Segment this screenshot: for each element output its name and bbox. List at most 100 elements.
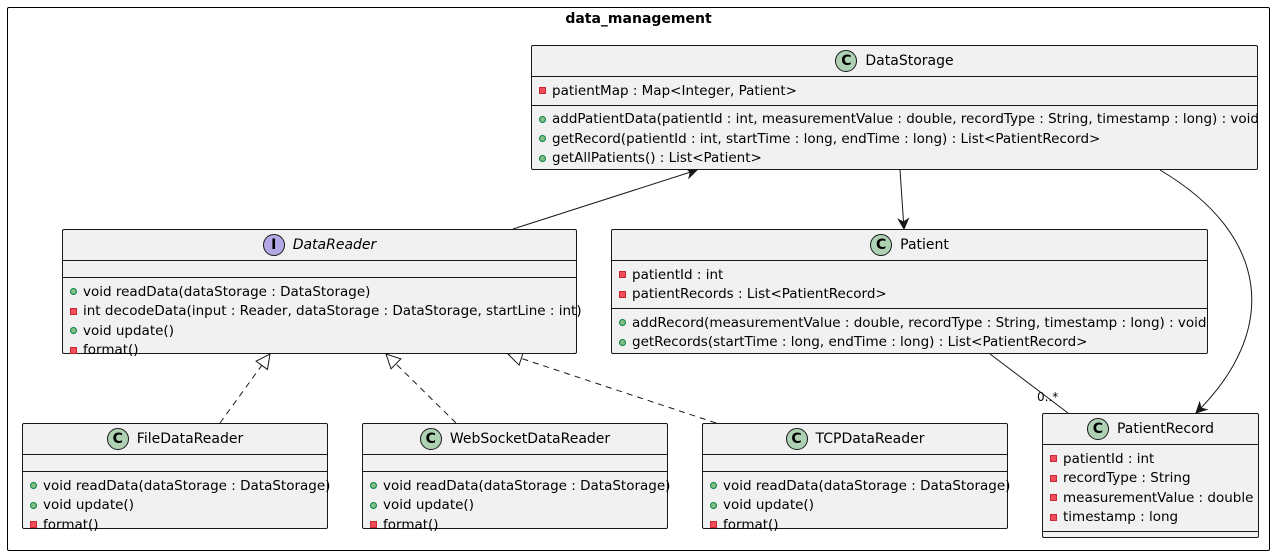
method: getAllPatients() : List<Patient>: [532, 149, 1257, 169]
field: recordType : String: [1043, 469, 1258, 489]
method: void readData(dataStorage : DataStorage): [703, 476, 1010, 496]
class-stereotype-icon: C: [106, 428, 129, 450]
fields-section: [363, 455, 667, 472]
edge-datareader-datastorage: [512, 170, 697, 230]
class-name: DataReader: [292, 237, 377, 253]
field: patientRecords : List<PatientRecord>: [612, 285, 1207, 305]
public-visibility-icon: [710, 501, 717, 509]
class-patientrecord: C PatientRecord patientId : int recordTy…: [1042, 413, 1259, 538]
class-name: Patient: [900, 237, 949, 253]
class-tcpdatareader: C TCPDataReader void readData(dataStorag…: [702, 423, 1010, 533]
private-visibility-icon: [1050, 494, 1057, 502]
class-datastorage: C DataStorage patientMap : Map<Integer, …: [531, 45, 1259, 173]
method: format(): [703, 515, 1007, 535]
methods-section: void readData(dataStorage : DataStorage)…: [63, 278, 582, 364]
class-header: C DataStorage: [532, 46, 1257, 77]
class-header: C FileDataReader: [23, 424, 327, 455]
methods-section: void readData(dataStorage : DataStorage)…: [23, 472, 330, 539]
method: void update(): [363, 496, 667, 516]
method: int decodeData(input : Reader, dataStora…: [63, 302, 582, 322]
edge-filedatareader-realizes-datareader: [219, 354, 270, 424]
method: format(): [63, 341, 576, 361]
method: void readData(dataStorage : DataStorage): [363, 476, 670, 496]
class-name: WebSocketDataReader: [449, 431, 611, 447]
package-title: data_management: [565, 11, 712, 27]
method: void update(): [703, 496, 1007, 516]
class-name: FileDataReader: [136, 431, 244, 447]
field: patientId : int: [1043, 449, 1258, 469]
class-name: PatientRecord: [1116, 421, 1215, 437]
public-visibility-icon: [619, 338, 626, 346]
class-header: I DataReader: [63, 230, 576, 261]
private-visibility-icon: [1050, 455, 1057, 463]
class-header: C WebSocketDataReader: [363, 424, 667, 455]
method: void update(): [23, 496, 327, 516]
class-name: TCPDataReader: [815, 431, 925, 447]
edge-datastorage-patient: [900, 169, 904, 229]
public-visibility-icon: [539, 154, 546, 162]
fields-section: patientMap : Map<Integer, Patient>: [532, 77, 1257, 106]
method: getRecords(startTime : long, endTime : l…: [612, 333, 1207, 353]
class-filedatareader: C FileDataReader void readData(dataStora…: [22, 423, 330, 533]
edge-tcpdatareader-realizes-datareader: [508, 354, 717, 424]
methods-section: addPatientData(patientId : int, measurem…: [532, 106, 1259, 173]
edge-patient-patientrecord: [989, 353, 1069, 414]
methods-section: void readData(dataStorage : DataStorage)…: [363, 472, 670, 539]
class-name: DataStorage: [865, 53, 954, 69]
field: patientId : int: [612, 265, 1207, 285]
field: measurementValue : double: [1043, 488, 1258, 508]
methods-section: [1043, 532, 1258, 548]
field: timestamp : long: [1043, 508, 1258, 528]
fields-section: [23, 455, 327, 472]
public-visibility-icon: [619, 319, 626, 327]
method: format(): [23, 515, 327, 535]
private-visibility-icon: [619, 290, 626, 298]
method: addRecord(measurementValue : double, rec…: [612, 313, 1207, 333]
private-visibility-icon: [30, 521, 37, 529]
public-visibility-icon: [370, 482, 377, 490]
fields-section: patientId : int recordType : String meas…: [1043, 445, 1258, 532]
public-visibility-icon: [539, 115, 546, 123]
class-patient: C Patient patientId : int patientRecords…: [611, 229, 1208, 354]
multiplicity-label: 0..*: [1037, 390, 1059, 404]
method: addPatientData(patientId : int, measurem…: [532, 110, 1259, 130]
class-header: C Patient: [612, 230, 1207, 261]
class-websocketdatareader: C WebSocketDataReader void readData(data…: [362, 423, 670, 533]
private-visibility-icon: [1050, 474, 1057, 482]
public-visibility-icon: [710, 482, 717, 490]
class-stereotype-icon: C: [785, 428, 808, 450]
edge-datastorage-patientrecord: [1159, 169, 1253, 413]
class-stereotype-icon: C: [835, 50, 858, 72]
private-visibility-icon: [619, 271, 626, 279]
interface-stereotype-icon: I: [262, 234, 285, 256]
class-header: C PatientRecord: [1043, 414, 1258, 445]
public-visibility-icon: [70, 288, 77, 296]
fields-section: [63, 261, 576, 278]
private-visibility-icon: [539, 87, 546, 95]
method: getRecord(patientId : int, startTime : l…: [532, 129, 1257, 149]
private-visibility-icon: [370, 521, 377, 529]
class-header: C TCPDataReader: [703, 424, 1007, 455]
public-visibility-icon: [539, 135, 546, 143]
method: void readData(dataStorage : DataStorage): [63, 282, 576, 302]
private-visibility-icon: [70, 307, 77, 315]
methods-section: addRecord(measurementValue : double, rec…: [612, 309, 1207, 356]
interface-datareader: I DataReader void readData(dataStorage :…: [62, 229, 582, 358]
methods-section: void readData(dataStorage : DataStorage)…: [703, 472, 1010, 539]
class-stereotype-icon: C: [419, 428, 442, 450]
public-visibility-icon: [30, 482, 37, 490]
field: patientMap : Map<Integer, Patient>: [532, 81, 1257, 101]
public-visibility-icon: [370, 501, 377, 509]
package-data-management: data_management: [7, 7, 1270, 551]
private-visibility-icon: [710, 521, 717, 529]
private-visibility-icon: [70, 346, 77, 354]
class-stereotype-icon: C: [1086, 418, 1109, 440]
public-visibility-icon: [30, 501, 37, 509]
private-visibility-icon: [1050, 513, 1057, 521]
fields-section: patientId : int patientRecords : List<Pa…: [612, 261, 1207, 309]
method: void update(): [63, 321, 576, 341]
fields-section: [703, 455, 1007, 472]
edge-websocketdatareader-realizes-datareader: [386, 354, 457, 424]
class-stereotype-icon: C: [870, 234, 893, 256]
